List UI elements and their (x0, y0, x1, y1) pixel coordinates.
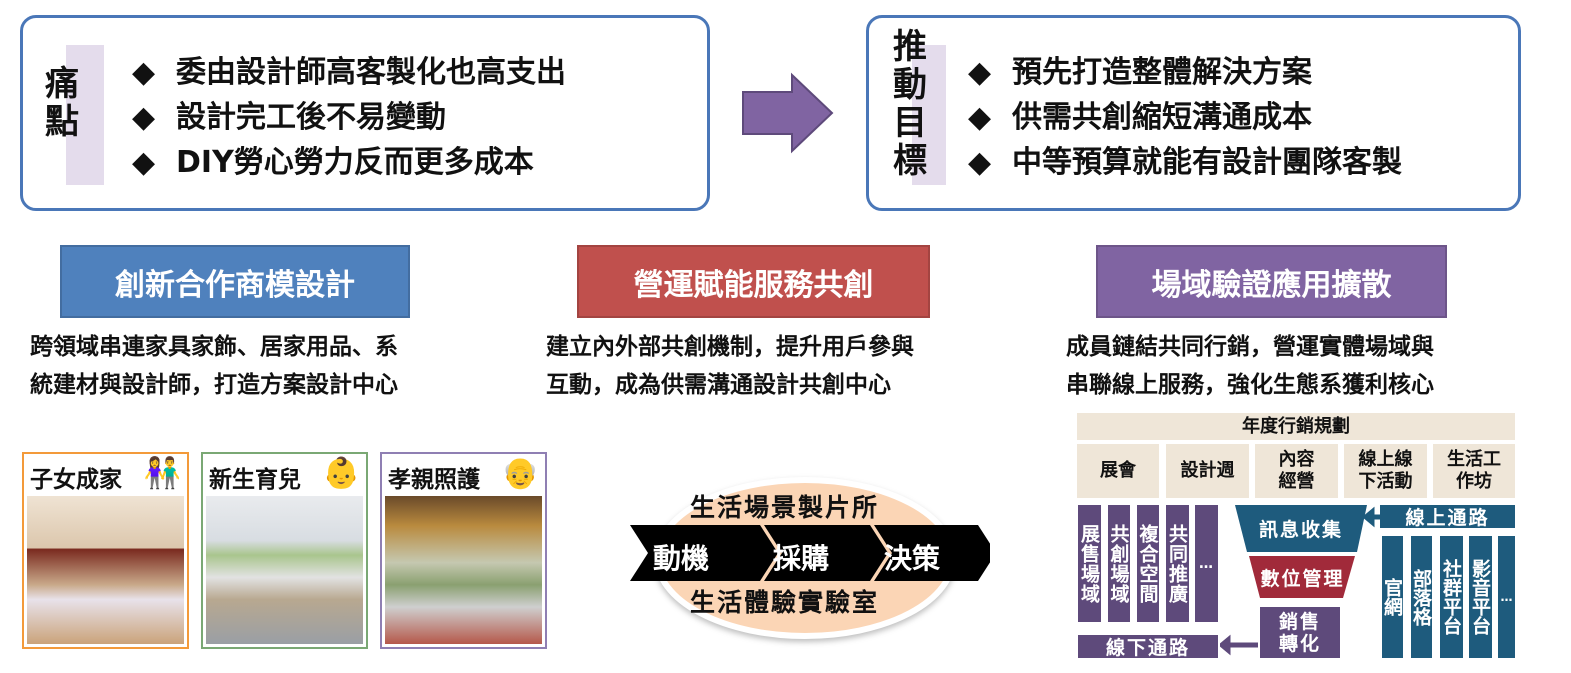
online-channel-item: 社群平台 (1440, 536, 1463, 658)
journey-step-purchase: 採購 (773, 542, 830, 575)
journey-diagram (630, 477, 990, 639)
offline-channel-item: 展售場域 (1078, 505, 1101, 622)
pillar-header-business-model: 創新合作商模設計 (60, 245, 410, 318)
marketing-plan-title: 年度行銷規劃 (1077, 413, 1515, 440)
couple-icon: 👫 (143, 456, 181, 491)
offline-channel-item: 共創場域 (1108, 505, 1130, 622)
marketing-category: 設計週 (1166, 444, 1249, 498)
goals-box (866, 15, 1521, 211)
pillar-description: 成員鏈結共同行銷，營運實體場域與串聯線上服務，強化生態系獲利核心 (1066, 328, 1434, 404)
pain-text: 設計完工後不易變動 (176, 100, 446, 135)
online-channel-item: 官網 (1381, 536, 1403, 658)
pain-label-bar (66, 45, 104, 185)
scenario-card-family: 子女成家 👫 (22, 452, 189, 649)
desc-line: 互動，成為供需溝通設計共創中心 (546, 372, 891, 398)
goal-text: 預先打造整體解決方案 (1012, 55, 1312, 90)
funnel-middle (1249, 556, 1355, 598)
online-channel-item: 部落格 (1410, 536, 1432, 658)
funnel-digital-management: 數位管理 (1260, 567, 1345, 590)
goal-list: ◆ 預先打造整體解決方案 ◆ 供需共創縮短溝通成本 ◆ 中等預算就能有設計團隊客製 (968, 50, 1402, 185)
baby-icon: 👶 (322, 456, 360, 491)
funnel-top (1235, 505, 1367, 552)
scenario-card-elder-care: 孝親照護 👴 (380, 452, 547, 649)
diamond-bullet-icon: ◆ (132, 145, 156, 180)
pillar-description: 建立內外部共創機制，提升用戶參與互動，成為供需溝通設計共創中心 (546, 328, 914, 404)
offline-channel-item: 共同推廣 (1166, 505, 1189, 622)
scenario-card-newborn: 新生育兒 👶 (201, 452, 368, 649)
goal-item: ◆ 預先打造整體解決方案 (968, 50, 1402, 95)
pain-item: ◆ 設計完工後不易變動 (132, 95, 566, 140)
card-title: 新生育兒 (209, 467, 301, 493)
card-title: 子女成家 (30, 467, 122, 493)
journey-top-label: 生活場景製片所 (690, 493, 880, 522)
journey-bottom-label: 生活體驗實驗室 (690, 588, 880, 617)
bedroom-photo (27, 496, 184, 644)
funnel-sales-conversion: 銷售 轉化 (1260, 607, 1340, 658)
card-title: 孝親照護 (388, 467, 480, 493)
online-channel-item: … (1498, 536, 1515, 658)
goal-item: ◆ 供需共創縮短溝通成本 (968, 95, 1402, 140)
arrow-left-icon (1362, 506, 1380, 528)
diamond-bullet-icon: ◆ (968, 145, 992, 180)
chevron-step (764, 525, 888, 581)
arrow-left-icon (1220, 634, 1258, 656)
online-channel-label: 線上通路 (1380, 505, 1515, 529)
pain-item: ◆ 委由設計師高客製化也高支出 (132, 50, 566, 95)
funnel-shapes (1220, 505, 1380, 656)
pain-text: DIY勞心勞力反而更多成本 (176, 145, 534, 180)
pain-label: 痛點 (45, 64, 79, 142)
pain-points-box (20, 15, 710, 211)
right-arrow-icon (742, 72, 834, 154)
pillar-description: 跨領域串連家具家飾、居家用品、系統建材與設計師，打造方案設計中心 (30, 328, 398, 404)
desc-line: 統建材與設計師，打造方案設計中心 (30, 372, 398, 398)
pain-list: ◆ 委由設計師高客製化也高支出 ◆ 設計完工後不易變動 ◆ DIY勞心勞力反而更多成本 (132, 50, 566, 185)
marketing-category: 生活工 作坊 (1433, 444, 1515, 498)
goal-text: 中等預算就能有設計團隊客製 (1012, 145, 1402, 180)
pillar-header-co-creation: 營運賦能服務共創 (577, 245, 930, 318)
desc-line: 串聯線上服務，強化生態系獲利核心 (1066, 372, 1434, 398)
online-channel-item: 影音平台 (1469, 536, 1492, 658)
pain-text: 委由設計師高客製化也高支出 (176, 55, 566, 90)
offline-channel-item: … (1195, 505, 1218, 622)
pain-item: ◆ DIY勞心勞力反而更多成本 (132, 140, 566, 185)
desc-line: 跨領域串連家具家飾、居家用品、系 (30, 334, 398, 360)
journey-step-decision: 決策 (884, 542, 941, 575)
goal-item: ◆ 中等預算就能有設計團隊客製 (968, 140, 1402, 185)
nursery-photo (206, 496, 363, 644)
funnel-info-collection: 訊息收集 (1258, 519, 1343, 541)
desc-line: 成員鏈結共同行銷，營運實體場域與 (1066, 334, 1434, 360)
diamond-bullet-icon: ◆ (132, 100, 156, 135)
desc-line: 建立內外部共創機制，提升用戶參與 (546, 334, 914, 360)
pillar-header-field-validation: 場域驗證應用擴散 (1096, 245, 1447, 318)
marketing-category: 內容 經營 (1255, 444, 1338, 498)
offline-channel-item: 複合空間 (1137, 505, 1159, 622)
chevron-step (874, 525, 990, 581)
journey-step-motivation: 動機 (653, 542, 710, 575)
elderly-couple-icon: 👴 (501, 456, 539, 491)
marketing-category: 線上線 下活動 (1344, 444, 1427, 498)
offline-channel-label: 線下通路 (1078, 635, 1218, 659)
goal-label-bar (912, 45, 946, 185)
goal-text: 供需共創縮短溝通成本 (1012, 100, 1312, 135)
marketing-category: 展會 (1077, 444, 1159, 498)
diamond-bullet-icon: ◆ (968, 55, 992, 90)
accessible-room-photo (385, 496, 542, 644)
diamond-bullet-icon: ◆ (968, 100, 992, 135)
diamond-bullet-icon: ◆ (132, 55, 156, 90)
chevron-step (630, 525, 778, 581)
goal-label: 推動目標 (893, 27, 927, 181)
